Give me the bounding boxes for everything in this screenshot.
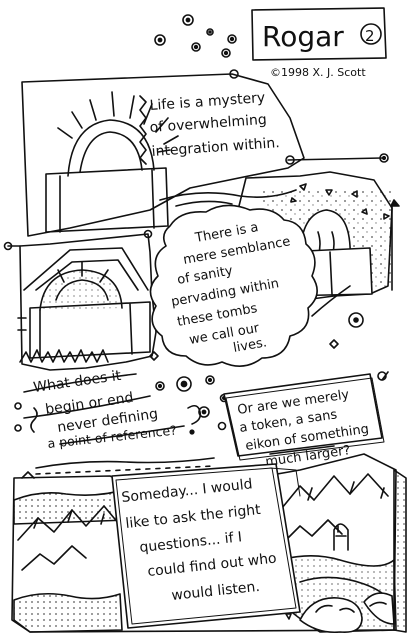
thought-bubble	[149, 204, 364, 367]
caption-box-panel-4	[223, 371, 389, 461]
caption-2-line-7: lives.	[232, 335, 268, 356]
decorative-dots-middle	[14, 375, 229, 432]
wave-separator	[21, 457, 215, 479]
caption-box-panel-5	[111, 463, 301, 629]
caption-1-line-3: integration within.	[151, 135, 280, 160]
title-box	[251, 7, 387, 61]
caption-panel-1	[139, 95, 147, 165]
issue-number: 2	[365, 27, 375, 45]
caption-3-line-1: What does it	[32, 368, 122, 396]
caption-panel-3-lines	[23, 373, 202, 445]
caption-1-line-2: of overwhelming	[149, 112, 267, 136]
copyright-line: ©1998 X. J. Scott	[270, 66, 366, 79]
panel-3	[3, 229, 157, 371]
decorative-dots-top	[154, 14, 237, 58]
caption-1-line-1: Life is a mystery	[149, 90, 266, 114]
comic-title: Rogar	[262, 20, 344, 53]
